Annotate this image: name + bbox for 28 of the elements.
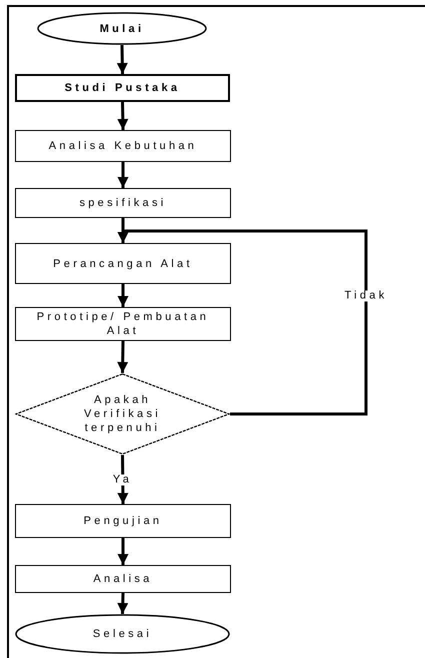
arrow (116, 44, 128, 74)
arrow (117, 102, 128, 130)
arrow (118, 230, 368, 416)
terminal-oval (37, 12, 207, 45)
node-text: Apakah Verifikasi terpenuhi (82, 393, 162, 435)
arrow (118, 284, 128, 307)
process-box (15, 188, 231, 218)
node-text: Studi Pustaka (64, 81, 182, 95)
process-box (15, 307, 231, 341)
node-text: Pengujian (82, 514, 164, 528)
process-box (15, 130, 231, 162)
arrow (118, 538, 128, 565)
process-box (15, 74, 230, 102)
node-text: spesifikasi (78, 196, 168, 210)
process-box (15, 243, 231, 284)
arrow (117, 340, 128, 374)
decision-diamond (15, 373, 230, 455)
process-box (15, 565, 231, 593)
terminal-oval (15, 614, 230, 654)
node-text: Perancangan Alat (52, 256, 194, 270)
node-text: Mulai (98, 22, 146, 36)
node-text: Analisa Kebutuhan (48, 139, 198, 153)
node-text: Prototipe/ Pembuatan Alat (36, 310, 210, 338)
process-box (15, 504, 231, 538)
arrow (118, 162, 128, 188)
node-text: Analisa (92, 572, 154, 586)
node-text: Selesai (92, 627, 154, 641)
arrow (117, 592, 128, 614)
